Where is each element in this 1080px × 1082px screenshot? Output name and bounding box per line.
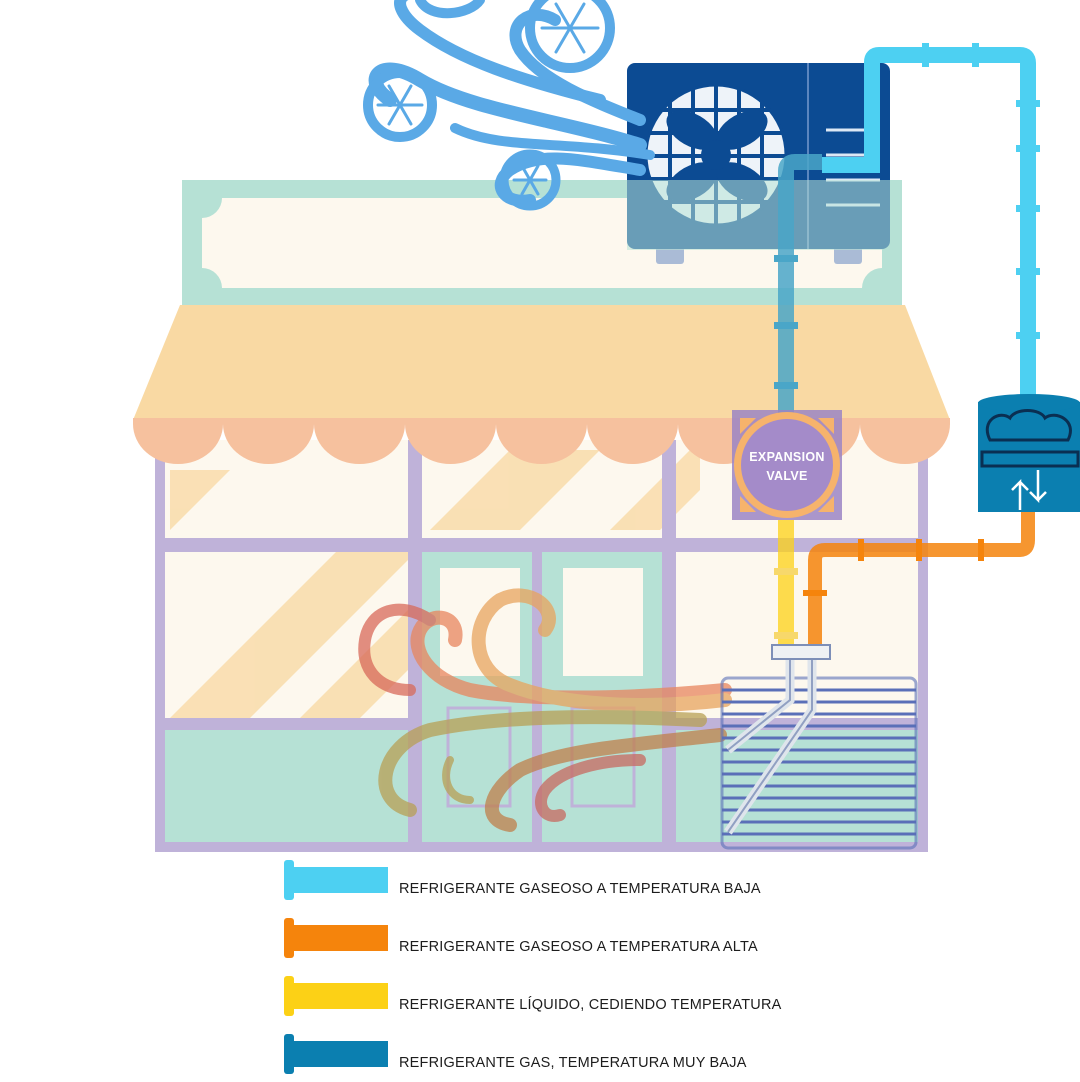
valve-label-line2: VALVE	[766, 469, 807, 483]
cold-air-flow	[363, 0, 655, 211]
window-glare	[170, 450, 700, 718]
sign-overlay	[627, 180, 902, 250]
legend-label: REFRIGERANTE GAS, TEMPERATURA MUY BAJA	[399, 1055, 747, 1071]
legend-item-liquid: REFRIGERANTE LÍQUIDO, CEDIENDO TEMPERATU…	[283, 984, 983, 1024]
legend-item-low-temp-gas: REFRIGERANTE GASEOSO A TEMPERATURA BAJA	[283, 868, 983, 908]
expansion-valve: EXPANSION VALVE	[732, 410, 842, 520]
legend-label: REFRIGERANTE GASEOSO A TEMPERATURA BAJA	[399, 881, 761, 897]
pipe-high-temp-gas	[808, 510, 1035, 650]
legend-item-high-temp-gas: REFRIGERANTE GASEOSO A TEMPERATURA ALTA	[283, 926, 983, 966]
pipe-joints-liquid-upper	[774, 255, 798, 389]
pipe-joints-liquid	[774, 568, 798, 639]
coil-fins	[722, 688, 916, 836]
valve-label-line1: EXPANSION	[749, 450, 824, 464]
evaporator-coil	[720, 644, 918, 850]
legend-pipe-liquid	[284, 976, 388, 1016]
pipe-low-temp-gas	[822, 47, 1036, 400]
legend-label: REFRIGERANTE LÍQUIDO, CEDIENDO TEMPERATU…	[399, 997, 782, 1013]
flow-arrows-icon	[1011, 470, 1047, 510]
legend-label: REFRIGERANTE GASEOSO A TEMPERATURA ALTA	[399, 939, 758, 955]
pipe-joints-high-temp	[803, 539, 984, 596]
door-window-right	[563, 568, 643, 676]
legend-item-very-low-temp-gas: REFRIGERANTE GAS, TEMPERATURA MUY BAJA	[283, 1042, 983, 1082]
accumulator-tank	[978, 394, 1080, 512]
pipe-joints-low-temp	[922, 43, 1040, 339]
warm-air-flow	[358, 588, 732, 832]
legend-pipe-high-temp-gas	[284, 918, 388, 958]
legend-pipe-very-low-temp-gas	[284, 1034, 388, 1074]
pipe-liquid-line-upper	[778, 154, 822, 415]
snowflake-icon	[376, 2, 600, 196]
legend-pipe-icons	[284, 860, 388, 1074]
legend-pipe-low-temp-gas	[284, 860, 388, 900]
